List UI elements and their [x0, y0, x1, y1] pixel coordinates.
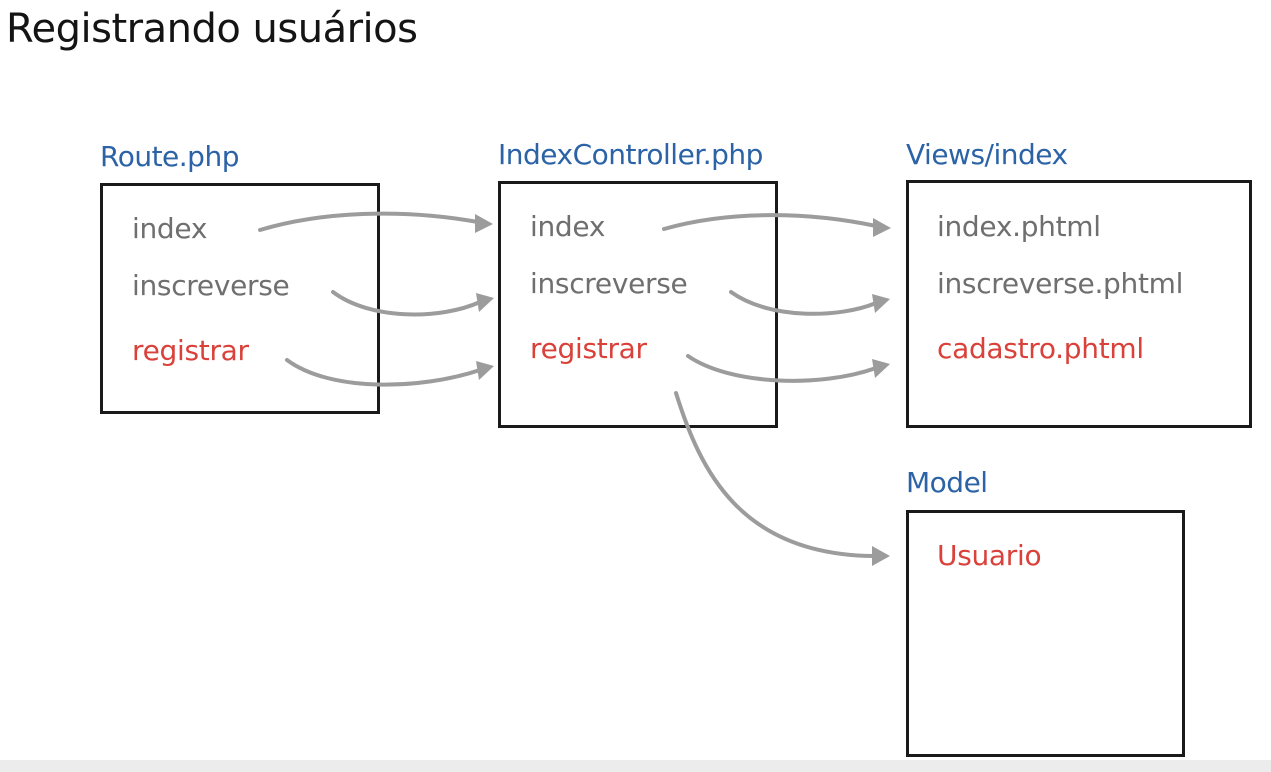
route-item-index: index [132, 212, 208, 245]
views-item-inscreverse-phtml: inscreverse.phtml [937, 267, 1184, 300]
views-item-index-phtml: index.phtml [937, 210, 1101, 243]
route-item-inscreverse: inscreverse [132, 269, 290, 302]
route-item-registrar: registrar [132, 334, 249, 367]
controller-box-title: IndexController.php [498, 138, 763, 171]
slide-title: Registrando usuários [6, 6, 418, 52]
views-item-cadastro-phtml: cadastro.phtml [937, 332, 1144, 365]
model-box [906, 510, 1185, 757]
route-box-title: Route.php [100, 140, 239, 173]
model-box-title: Model [906, 466, 988, 499]
bottom-bar [0, 760, 1271, 772]
controller-item-index: index [530, 210, 606, 243]
controller-item-inscreverse: inscreverse [530, 267, 688, 300]
model-item-usuario: Usuario [937, 539, 1042, 572]
views-box [906, 180, 1252, 428]
controller-item-registrar: registrar [530, 332, 647, 365]
views-box-title: Views/index [906, 138, 1068, 171]
